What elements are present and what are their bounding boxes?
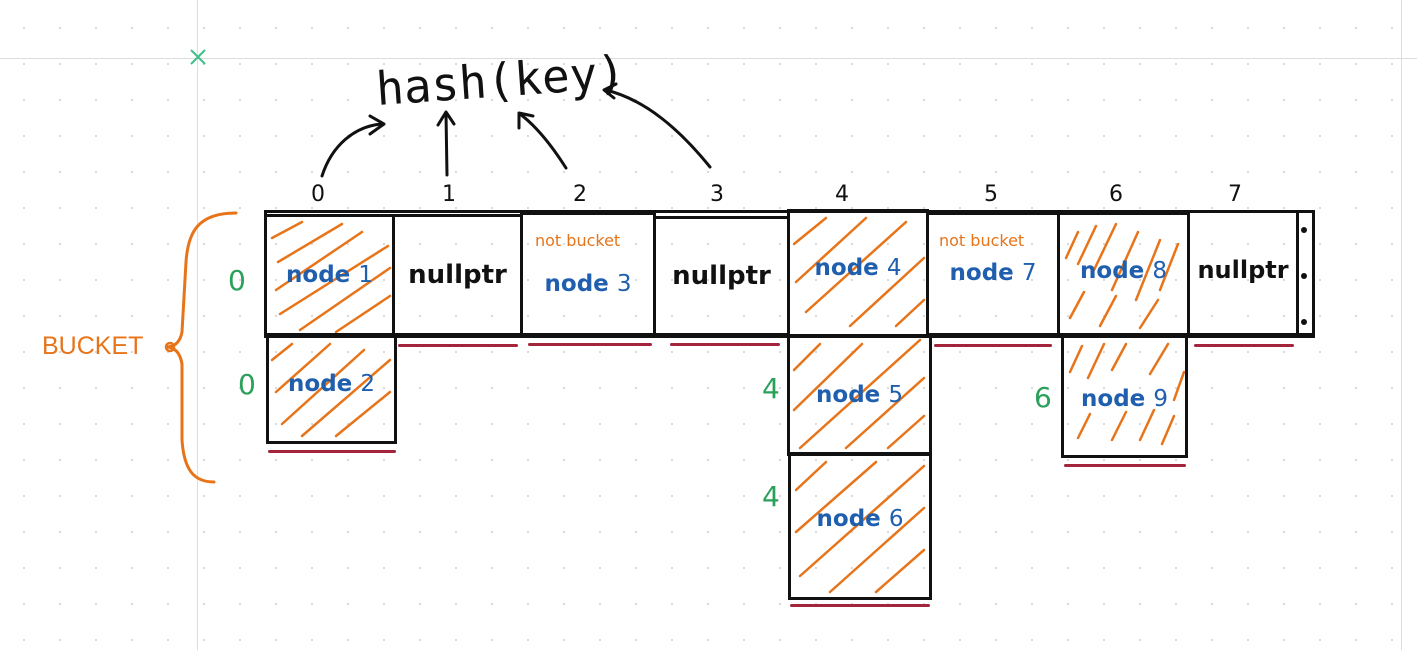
bucket-cell-0[interactable]: node 1 bbox=[264, 214, 395, 336]
bucket-underline-7 bbox=[1194, 344, 1294, 347]
node-label: node 8 bbox=[1080, 258, 1167, 284]
hash-value-node-2: 0 bbox=[238, 368, 256, 401]
vertical-guide-left bbox=[197, 0, 198, 650]
bucket-cell-overflow[interactable] bbox=[1296, 210, 1315, 336]
chain-cell-node-6[interactable]: node 6 bbox=[788, 452, 932, 600]
hash-arrows bbox=[320, 82, 712, 178]
hash-value-node-1: 0 bbox=[228, 264, 246, 297]
chain-underline-node-6 bbox=[790, 604, 930, 607]
index-label-3: 3 bbox=[710, 182, 724, 207]
vertical-guide-right bbox=[1401, 0, 1402, 650]
bucket-cell-4[interactable]: node 4 bbox=[787, 209, 929, 337]
node-label: node 4 bbox=[814, 255, 902, 281]
index-label-2: 2 bbox=[573, 182, 587, 207]
hash-value-node-9: 6 bbox=[1034, 381, 1052, 414]
hatching bbox=[270, 216, 1186, 594]
not-bucket-note: not bucket bbox=[535, 231, 621, 250]
brace-tip-dot bbox=[164, 341, 176, 353]
node-label: node 7 bbox=[949, 260, 1037, 286]
index-label-7: 7 bbox=[1228, 182, 1242, 207]
node-label: node 1 bbox=[286, 262, 373, 288]
ellipsis-dots bbox=[1301, 227, 1307, 325]
bucket-underline-5 bbox=[934, 344, 1052, 347]
bucket-cell-6[interactable]: node 8 bbox=[1057, 212, 1190, 336]
chain-underline-node-9 bbox=[1064, 464, 1186, 467]
index-label-0: 0 bbox=[311, 182, 325, 207]
hash-value-node-6: 4 bbox=[762, 480, 780, 513]
chain-cell-node-5[interactable]: node 5 bbox=[787, 334, 932, 456]
index-label-1: 1 bbox=[442, 182, 456, 207]
chain-cell-node-2[interactable]: node 2 bbox=[266, 334, 397, 444]
horizontal-guide bbox=[0, 58, 1417, 59]
bucket-underline-1 bbox=[398, 344, 518, 347]
node-label: node 2 bbox=[288, 371, 375, 397]
chain-underline-node-2 bbox=[268, 450, 396, 453]
node-label: node 5 bbox=[816, 382, 903, 408]
nullptr-label: nullptr bbox=[408, 260, 507, 290]
bucket-cell-5[interactable]: not bucket node 7 bbox=[926, 212, 1060, 336]
nullptr-label: nullptr bbox=[672, 261, 771, 291]
nullptr-label: nullptr bbox=[1197, 256, 1289, 284]
bucket-cell-2[interactable]: not bucket node 3 bbox=[520, 212, 656, 336]
bucket-cell-1[interactable]: nullptr bbox=[392, 214, 523, 336]
chain-cell-node-9[interactable]: node 9 bbox=[1061, 334, 1188, 458]
index-label-6: 6 bbox=[1109, 182, 1123, 207]
bucket-cell-7[interactable]: nullptr bbox=[1187, 210, 1299, 336]
node-label: node 3 bbox=[544, 271, 632, 297]
index-label-5: 5 bbox=[984, 182, 998, 207]
node-label: node 9 bbox=[1081, 386, 1168, 412]
index-label-4: 4 bbox=[835, 182, 849, 207]
hash-value-node-5: 4 bbox=[762, 372, 780, 405]
node-label: node 6 bbox=[816, 506, 904, 532]
bucket-brace bbox=[165, 211, 238, 484]
bucket-label: BUCKET bbox=[42, 332, 144, 360]
bucket-underline-2 bbox=[528, 343, 652, 346]
bucket-underline-3 bbox=[670, 343, 780, 346]
bucket-cell-3[interactable]: nullptr bbox=[653, 216, 790, 336]
not-bucket-note: not bucket bbox=[939, 231, 1025, 250]
cross-marker-icon bbox=[190, 49, 206, 65]
